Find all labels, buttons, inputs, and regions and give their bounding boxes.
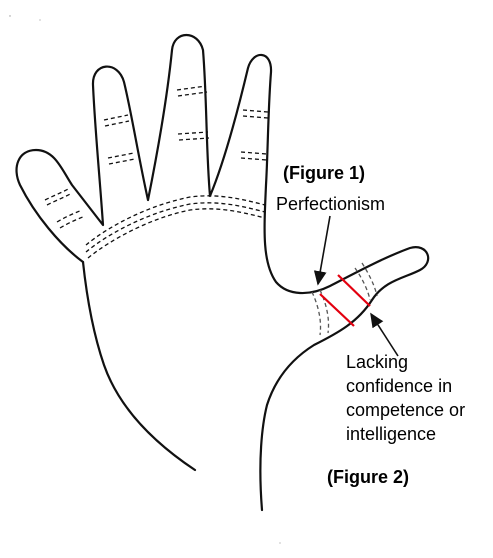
hand-outline-left bbox=[81, 260, 197, 472]
arrow-icon bbox=[370, 312, 399, 357]
perfectionism-label: Perfectionism bbox=[276, 194, 386, 214]
lacking-line: intelligence bbox=[346, 424, 437, 444]
lacking-line: Lacking bbox=[346, 352, 409, 372]
hand-outline bbox=[15, 34, 430, 512]
lacking-confidence-label: Lacking confidence in competence or inte… bbox=[346, 350, 486, 446]
lacking-line: competence or bbox=[346, 400, 466, 420]
figure-2-label: (Figure 2) bbox=[327, 467, 410, 487]
thumb-highlight-lines bbox=[319, 274, 371, 327]
lacking-line: confidence in bbox=[346, 376, 453, 396]
arrow-icon bbox=[313, 215, 331, 286]
figure-1-label: (Figure 1) bbox=[283, 163, 366, 183]
finger-creases bbox=[44, 85, 378, 336]
